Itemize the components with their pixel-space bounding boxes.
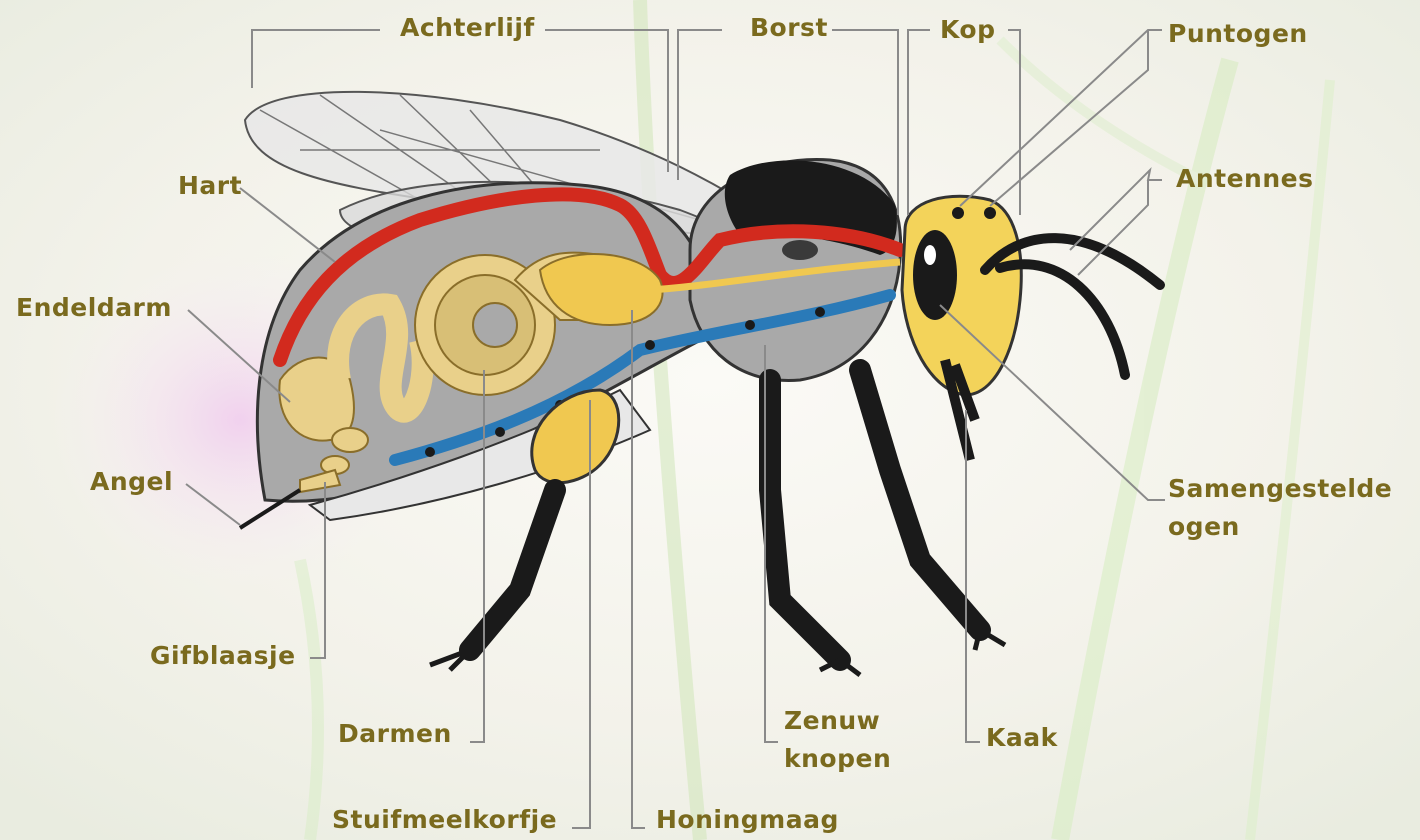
- label-zenuwknopen: Zenuw knopen: [784, 702, 891, 778]
- label-antennes: Antennes: [1176, 163, 1313, 195]
- label-stuifmeelkorfje: Stuifmeelkorfje: [332, 804, 557, 836]
- label-angel: Angel: [90, 466, 173, 498]
- label-samengestelde-ogen-line2: ogen: [1168, 508, 1392, 546]
- label-zenuwknopen-line1: Zenuw: [784, 702, 891, 740]
- compound-eye: [913, 230, 957, 320]
- label-honingmaag: Honingmaag: [656, 804, 839, 836]
- label-darmen: Darmen: [338, 718, 452, 750]
- label-samengestelde-ogen: Samengestelde ogen: [1168, 470, 1392, 546]
- label-hart: Hart: [178, 170, 242, 202]
- label-kop: Kop: [940, 14, 996, 46]
- label-endeldarm: Endeldarm: [16, 292, 172, 324]
- label-kaak: Kaak: [986, 722, 1058, 754]
- label-borst: Borst: [750, 12, 828, 44]
- label-samengestelde-ogen-line1: Samengestelde: [1168, 470, 1392, 508]
- ocellus: [952, 207, 964, 219]
- label-zenuwknopen-line2: knopen: [784, 740, 891, 778]
- label-puntogen: Puntogen: [1168, 18, 1308, 50]
- label-achterlijf: Achterlijf: [400, 12, 535, 44]
- label-gifblaasje: Gifblaasje: [150, 640, 296, 672]
